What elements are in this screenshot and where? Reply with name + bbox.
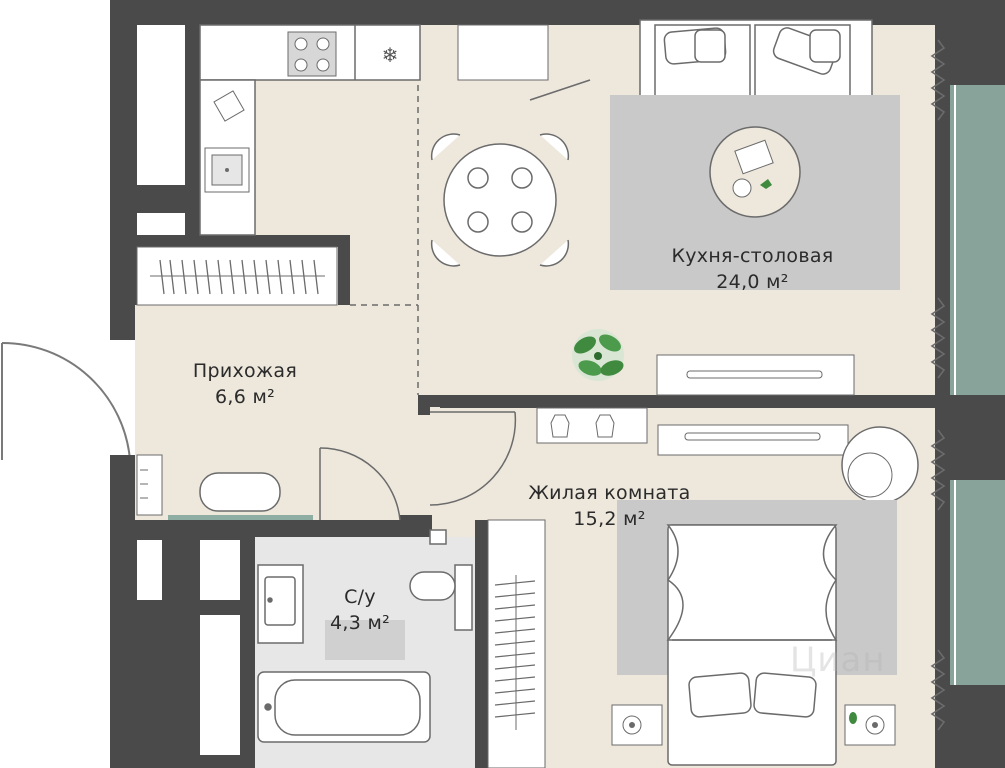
hallway-name: Прихожая bbox=[192, 360, 298, 382]
bathroom-label: С/у 4,3 м² bbox=[310, 584, 410, 636]
dresser bbox=[536, 407, 648, 444]
watermark: Циан bbox=[790, 640, 886, 680]
bathroom-area: 4,3 м² bbox=[329, 612, 390, 634]
partitions bbox=[135, 235, 938, 768]
dashed-dividers bbox=[350, 85, 419, 395]
tv-stand-kitchen bbox=[656, 354, 855, 396]
windows bbox=[950, 85, 1005, 685]
armchair bbox=[841, 426, 919, 504]
living-room-label: Жилая комната 15,2 м² bbox=[492, 480, 727, 532]
hallway-area: 6,6 м² bbox=[214, 386, 275, 408]
tv-stand-living bbox=[657, 424, 849, 456]
hallway-bench bbox=[199, 472, 281, 512]
kitchen-label: Кухня-столовая 24,0 м² bbox=[640, 243, 865, 295]
shoe-rack bbox=[136, 454, 163, 516]
living-room-area: 15,2 м² bbox=[573, 508, 646, 530]
fridge-icon: ❄ bbox=[382, 43, 399, 67]
entrance-door bbox=[0, 340, 135, 465]
kitchen-area: 24,0 м² bbox=[716, 271, 789, 293]
bathtub bbox=[257, 671, 431, 743]
sink-icon bbox=[204, 147, 250, 193]
coffee-table bbox=[709, 126, 801, 218]
hallway-wardrobe bbox=[136, 246, 338, 306]
svg-text:❄: ❄ bbox=[382, 43, 399, 67]
nightstand-right bbox=[844, 704, 896, 746]
kitchen-wardrobe bbox=[457, 24, 591, 101]
nightstand-left bbox=[611, 704, 663, 746]
bathroom-sink bbox=[257, 564, 304, 644]
kitchen-name: Кухня-столовая bbox=[671, 245, 834, 267]
bathroom-name: С/у bbox=[344, 586, 376, 608]
curtains bbox=[930, 39, 946, 731]
living-wardrobe bbox=[487, 519, 546, 768]
plant-icon bbox=[572, 329, 624, 381]
bed bbox=[666, 524, 838, 766]
bathroom-door bbox=[319, 447, 401, 521]
dining-table bbox=[430, 133, 570, 267]
living-room-name: Жилая комната bbox=[528, 482, 691, 504]
hallway-mat bbox=[168, 515, 313, 520]
cutting-board-icon bbox=[213, 90, 245, 122]
stove-icon bbox=[287, 31, 337, 77]
hallway-label: Прихожая 6,6 м² bbox=[165, 358, 325, 410]
toilet bbox=[409, 529, 473, 631]
living-room-door bbox=[429, 411, 517, 506]
